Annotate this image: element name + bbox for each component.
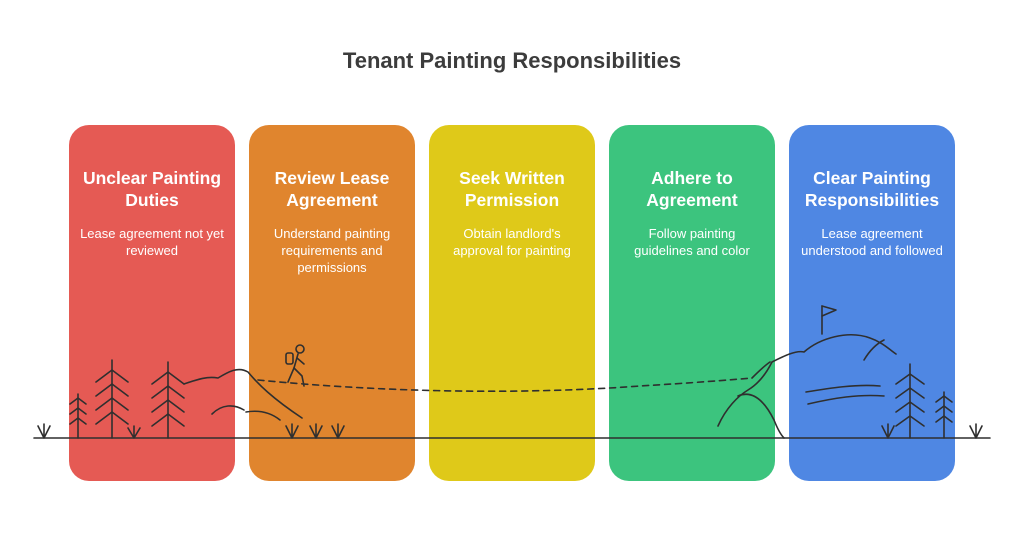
card-description: Lease agreement understood and followed — [801, 226, 943, 258]
card-title: Review Lease Agreement — [274, 168, 390, 210]
stage-card-permission: Seek Written Permission Obtain landlord'… — [429, 125, 595, 481]
card-description: Lease agreement not yet reviewed — [80, 226, 224, 258]
stage-card-clear: Clear Painting Responsibilities Lease ag… — [789, 125, 955, 481]
card-description: Follow painting guidelines and color — [634, 226, 750, 258]
card-title: Adhere to Agreement — [646, 168, 738, 210]
card-description: Obtain landlord's approval for painting — [453, 226, 571, 258]
stage-card-adhere: Adhere to Agreement Follow painting guid… — [609, 125, 775, 481]
card-title: Seek Written Permission — [459, 168, 565, 210]
card-title: Unclear Painting Duties — [82, 168, 222, 210]
stage-card-unclear: Unclear Painting Duties Lease agreement … — [69, 125, 235, 481]
grass-tuft-icon — [37, 423, 51, 439]
card-title: Clear Painting Responsibilities — [804, 168, 940, 210]
card-description: Understand painting requirements and per… — [273, 226, 391, 275]
grass-tuft-icon — [969, 423, 983, 439]
stage-card-review: Review Lease Agreement Understand painti… — [249, 125, 415, 481]
page-title: Tenant Painting Responsibilities — [342, 48, 682, 73]
